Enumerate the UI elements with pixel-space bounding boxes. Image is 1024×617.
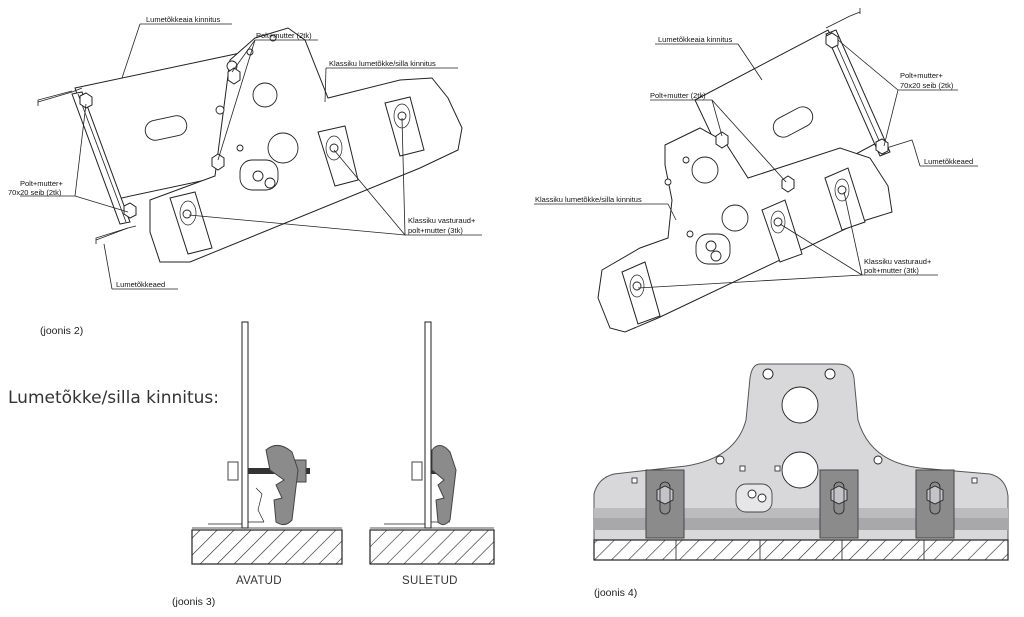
label-snow-fence: Lumetõkkeaed [116,280,165,289]
label-classic-mount-2: Klassiku lumetõkke/silla kinnitus [535,195,642,204]
figure-3-open [191,321,343,565]
figure-2-drawing [20,23,482,290]
figure-3-labels: AVATUD SULETUD (joonis 3) [172,575,458,608]
figure-2b-drawing [534,8,978,333]
label-counter-plates-line2-2: polt+mutter (3tk) [864,266,919,275]
label-closed: SULETUD [402,575,458,587]
label-snow-fence-mount-2: Lumetõkkeaia kinnitus [658,35,732,44]
figure-2-labels: Lumetõkkeaia kinnitus Polt+mutter (2tk) … [8,15,476,337]
label-bolt-nut-top-2: Polt+mutter (2tk) [650,91,706,100]
label-counter-plates-line1: Klassiku vasturaud+ [408,216,476,225]
label-counter-plates-line1-2: Klassiku vasturaud+ [864,257,932,266]
figure-4-drawing [593,363,1009,561]
label-bolt-washer-line2-2: 70x20 seib (2tk) [900,81,954,90]
figure-3-closed [369,321,495,565]
label-counter-plates-line2: polt+mutter (3tk) [408,226,463,235]
label-classic-mount: Klassiku lumetõkke/silla kinnitus [329,59,436,68]
caption-figure-2: (joonis 2) [40,325,83,337]
label-snow-fence-mount: Lumetõkkeaia kinnitus [146,15,220,24]
figure-2b-labels: Lumetõkkeaia kinnitus Polt+mutter (2tk) … [535,35,973,275]
caption-figure-3: (joonis 3) [172,596,215,608]
label-snow-fence-2: Lumetõkkeaed [924,157,973,166]
label-bolt-washer-line1-2: Polt+mutter+ [900,71,944,80]
caption-figure-4: (joonis 4) [594,587,637,599]
label-open: AVATUD [236,575,282,587]
label-bolt-washer-line1: Polt+mutter+ [20,179,64,188]
label-bolt-washer-line2: 70x20 seib (2tk) [8,188,62,197]
label-bolt-nut-top: Polt+mutter (2tk) [256,31,312,40]
section-title: Lumetõkke/silla kinnitus: [8,388,219,408]
